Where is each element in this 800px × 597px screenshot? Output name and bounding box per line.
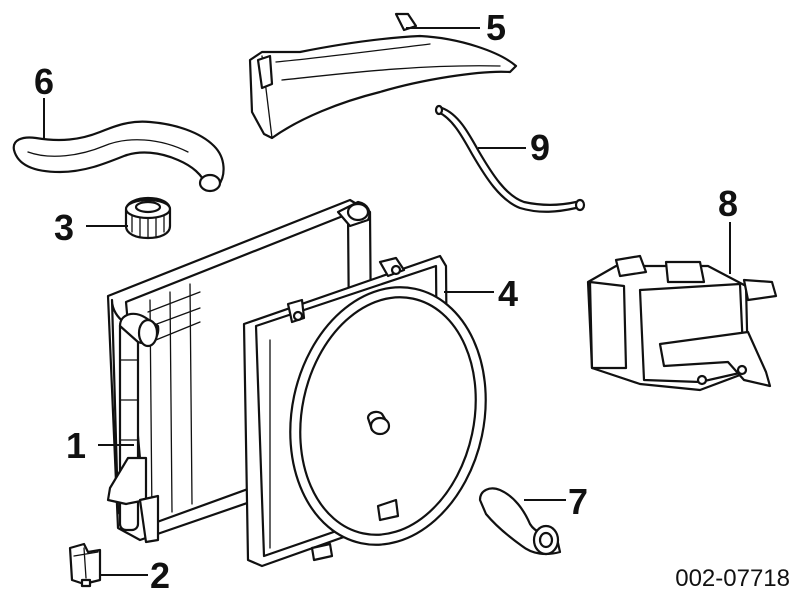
callout-2: 2	[150, 555, 170, 596]
callout-8: 8	[718, 183, 738, 224]
callout-7: 7	[568, 481, 588, 522]
overflow-tube	[434, 104, 586, 213]
callout-4: 4	[498, 273, 518, 314]
figure-code: 002-07718	[675, 565, 790, 592]
fan-shroud	[242, 254, 487, 568]
callout-1: 1	[66, 425, 86, 466]
callout-3: 3	[54, 207, 74, 248]
callout-9: 9	[530, 127, 550, 168]
callout-5: 5	[486, 7, 506, 48]
upper-radiator-hose	[12, 120, 225, 193]
lower-radiator-hose	[478, 487, 562, 556]
upper-shroud-panel	[248, 12, 518, 140]
radiator-cap	[124, 196, 172, 240]
coolant-reservoir	[586, 254, 778, 392]
callout-6: 6	[34, 61, 54, 102]
mounting-clip	[68, 542, 102, 588]
